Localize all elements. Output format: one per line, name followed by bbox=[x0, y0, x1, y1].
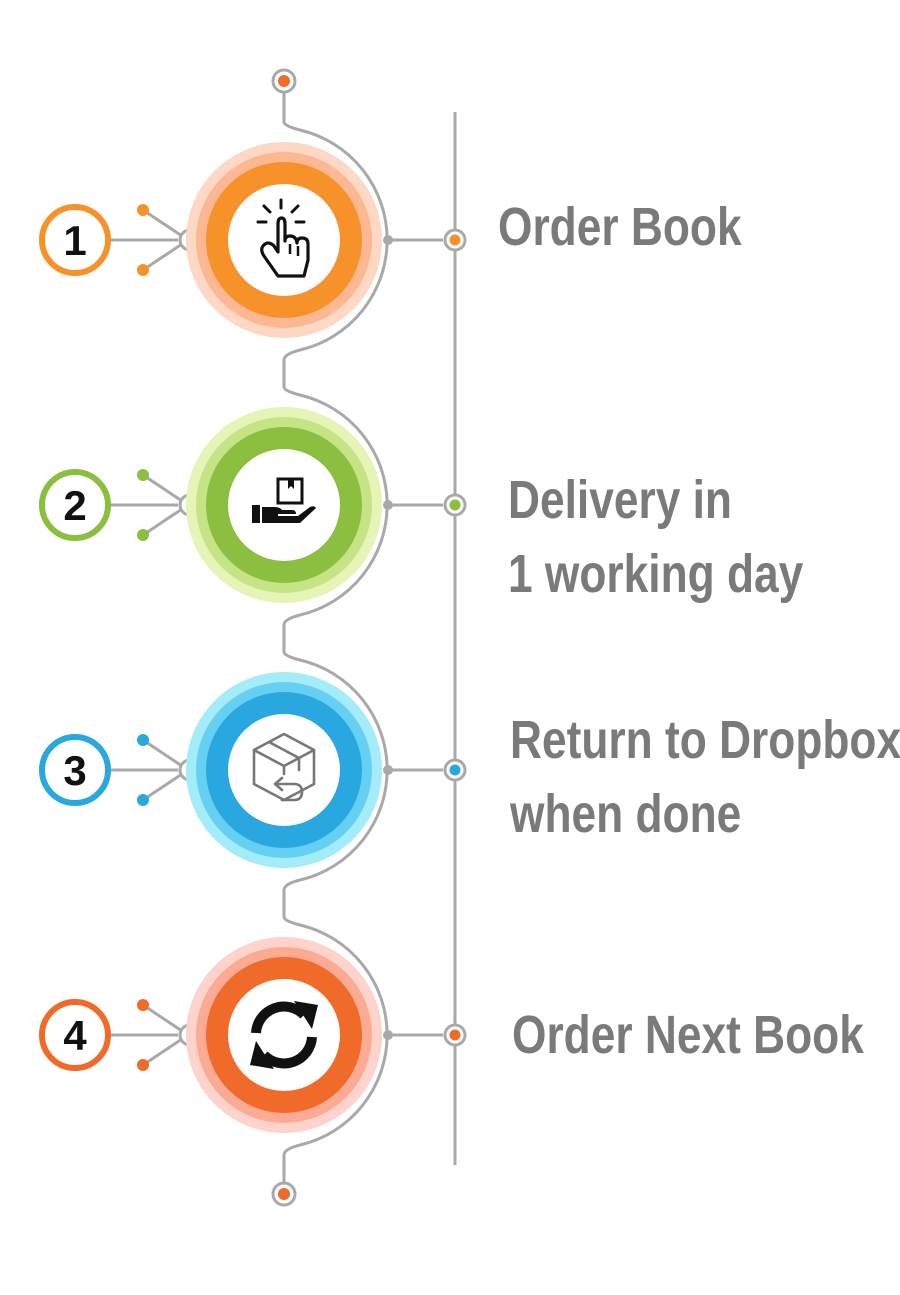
refresh-icon bbox=[250, 1001, 318, 1069]
timeline-node-core bbox=[449, 1029, 461, 1041]
step-label-line: when done bbox=[510, 784, 742, 844]
step-label-line: Order Book bbox=[498, 197, 742, 257]
bottom-end-dot-core bbox=[278, 1188, 290, 1200]
step-2-label: Delivery in 1 working day bbox=[508, 463, 803, 611]
step-label-line: Return to Dropbox bbox=[510, 710, 900, 770]
step-number: 1 bbox=[63, 217, 86, 264]
ring-inner-white bbox=[228, 979, 340, 1091]
step-label-line: 1 working day bbox=[508, 544, 804, 604]
step-4-label: Order Next Book bbox=[512, 998, 864, 1072]
branch-dot-bottom bbox=[137, 264, 149, 276]
step-number-badge bbox=[39, 734, 111, 806]
branch-bottom bbox=[142, 1037, 183, 1067]
ring-inner-white bbox=[228, 449, 340, 561]
timeline-node-core bbox=[449, 499, 461, 511]
branch-bottom bbox=[142, 507, 183, 537]
hand-box-delivery-icon bbox=[252, 477, 316, 523]
step-4: 4 bbox=[39, 937, 467, 1133]
timeline-node-core bbox=[449, 234, 461, 246]
step-connector-start-dot bbox=[383, 500, 393, 510]
step-connector-start-dot bbox=[383, 235, 393, 245]
branch-dot-top bbox=[137, 469, 149, 481]
branch-dot-bottom bbox=[137, 529, 149, 541]
branch-dot-bottom bbox=[137, 794, 149, 806]
branch-bottom bbox=[142, 772, 183, 802]
step-number-badge bbox=[39, 999, 111, 1071]
step-label-line: Delivery in bbox=[508, 470, 732, 530]
timeline-node-core bbox=[449, 764, 461, 776]
step-number-badge bbox=[39, 469, 111, 541]
top-end-dot-core bbox=[278, 75, 290, 87]
step-number: 3 bbox=[63, 747, 86, 794]
branch-dot-bottom bbox=[137, 1059, 149, 1071]
branch-top bbox=[142, 1003, 183, 1033]
branch-dot-top bbox=[137, 734, 149, 746]
branch-top bbox=[142, 473, 183, 503]
step-label-line: Order Next Book bbox=[512, 1005, 864, 1065]
step-connector-start-dot bbox=[383, 1030, 393, 1040]
branch-bottom bbox=[142, 242, 183, 272]
step-2: 2 bbox=[39, 407, 467, 603]
step-number-badge bbox=[39, 204, 111, 276]
step-1: 1 bbox=[39, 142, 467, 338]
tap-hand-icon bbox=[256, 198, 310, 278]
branch-dot-top bbox=[137, 999, 149, 1011]
step-connector-start-dot bbox=[383, 765, 393, 775]
branch-dot-top bbox=[137, 204, 149, 216]
box-return-icon bbox=[252, 732, 316, 802]
step-1-label: Order Book bbox=[498, 190, 742, 264]
step-3-label: Return to Dropbox when done bbox=[510, 703, 900, 851]
branch-top bbox=[142, 738, 183, 768]
step-3: 3 bbox=[39, 672, 467, 868]
connector-path bbox=[282, 92, 389, 1183]
branch-top bbox=[142, 208, 183, 238]
step-number: 4 bbox=[63, 1012, 87, 1059]
step-number: 2 bbox=[63, 482, 86, 529]
